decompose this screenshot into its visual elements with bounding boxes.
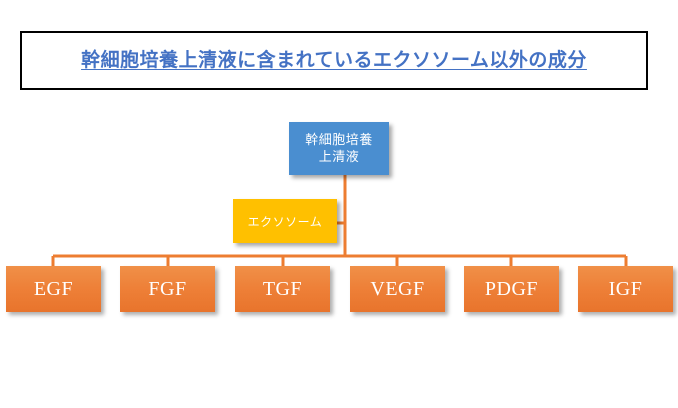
node-root-line-1: 幹細胞培養: [305, 132, 373, 148]
node-leaf-egf[interactable]: EGF: [6, 266, 101, 312]
node-leaf-igf[interactable]: IGF: [578, 266, 673, 312]
node-leaf-label: PDGF: [484, 277, 539, 300]
node-leaf-label: TGF: [262, 277, 303, 300]
node-leaf-label: IGF: [608, 277, 643, 300]
node-leaf-tgf[interactable]: TGF: [235, 266, 330, 312]
page-title: 幹細胞培養上清液に含まれているエクソソーム以外の成分: [81, 50, 587, 71]
node-leaf-label: EGF: [33, 277, 74, 300]
node-leaf-fgf[interactable]: FGF: [120, 266, 215, 312]
title-banner: 幹細胞培養上清液に含まれているエクソソーム以外の成分: [20, 31, 648, 90]
node-root[interactable]: 幹細胞培養 上清液: [289, 122, 389, 175]
node-leaf-label: VEGF: [370, 277, 425, 300]
node-root-line-2: 上清液: [318, 148, 360, 164]
node-exosome-label: エクソソーム: [247, 214, 323, 229]
node-leaf-pdgf[interactable]: PDGF: [464, 266, 559, 312]
node-exosome[interactable]: エクソソーム: [233, 199, 337, 243]
node-leaf-vegf[interactable]: VEGF: [350, 266, 445, 312]
node-leaf-label: FGF: [148, 277, 187, 300]
